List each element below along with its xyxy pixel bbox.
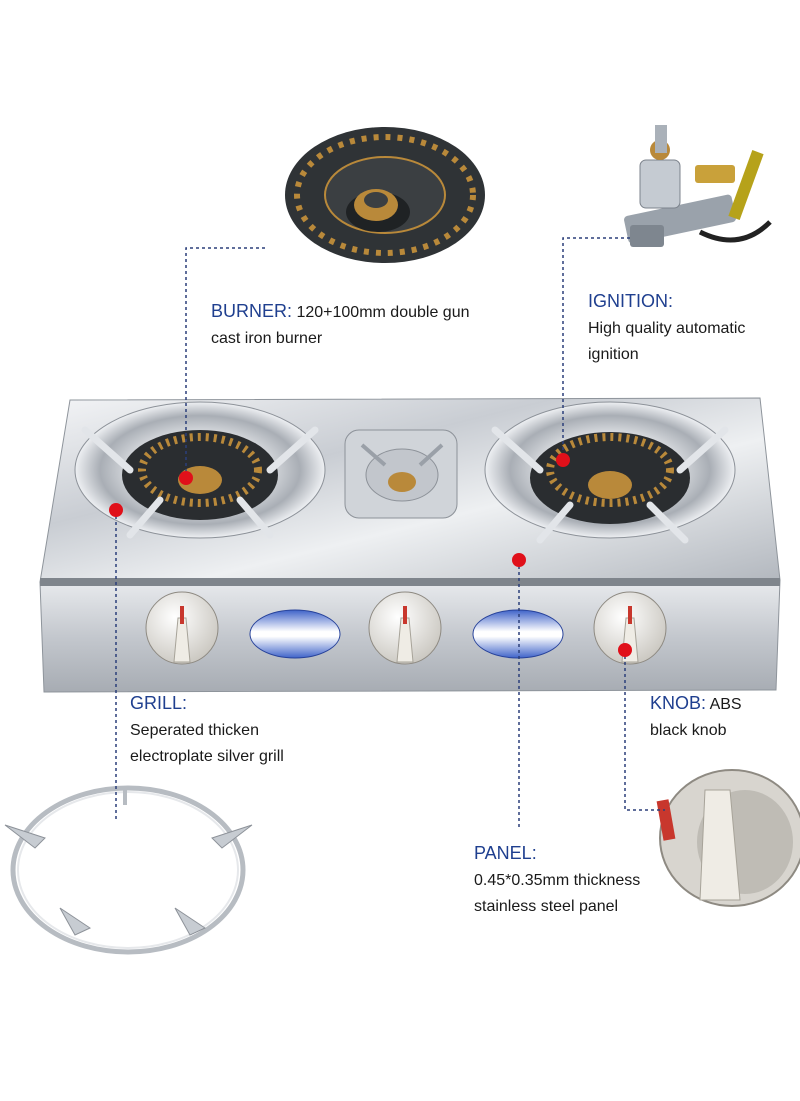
callout-panel-line-2: stainless steel panel xyxy=(474,898,619,915)
callout-burner-title-suffix: 120+100mm double gun xyxy=(292,304,470,321)
knob-center xyxy=(368,591,442,665)
callout-burner-line-1: cast iron burner xyxy=(211,330,323,347)
window-left xyxy=(249,609,341,659)
stove-icon xyxy=(39,397,781,693)
leader-lines xyxy=(115,237,665,828)
grill-ring-icon xyxy=(4,785,253,955)
callout-grill-line-2: electroplate silver grill xyxy=(130,748,284,765)
window-right xyxy=(472,609,564,659)
callout-knob: KNOB: ABS black knob xyxy=(650,690,790,744)
knob-left xyxy=(145,591,219,665)
callout-grill: GRILL: Seperated thicken electroplate si… xyxy=(130,690,350,770)
markers xyxy=(109,453,632,657)
callout-burner-title: BURNER: xyxy=(211,301,293,321)
callout-ignition-line-2: ignition xyxy=(588,346,639,363)
callout-knob-title: KNOB: xyxy=(650,693,707,713)
callout-grill-title: GRILL: xyxy=(130,693,188,713)
callout-knob-title-suffix: ABS xyxy=(706,696,742,713)
leader-ignition xyxy=(562,237,630,460)
marker-burner xyxy=(179,471,193,485)
callout-ignition-line-1: High quality automatic xyxy=(588,320,746,337)
knob-closeup-icon xyxy=(656,769,800,907)
marker-panel xyxy=(512,553,526,567)
marker-ignition xyxy=(556,453,570,467)
leader-burner xyxy=(185,247,265,478)
callout-grill-line-1: Seperated thicken xyxy=(130,722,259,739)
burner-cap-icon xyxy=(285,127,485,263)
ignition-valve-icon xyxy=(624,125,772,247)
callout-ignition-title: IGNITION: xyxy=(588,291,673,311)
callout-knob-line-1: black knob xyxy=(650,722,727,739)
callout-panel: PANEL: 0.45*0.35mm thickness stainless s… xyxy=(474,840,694,920)
marker-grill xyxy=(109,503,123,517)
marker-knob xyxy=(618,643,632,657)
leader-knob xyxy=(624,650,665,811)
callout-ignition: IGNITION: High quality automatic ignitio… xyxy=(588,288,788,368)
callout-panel-title: PANEL: xyxy=(474,843,537,863)
knob-right xyxy=(593,591,667,665)
callout-burner: BURNER: 120+100mm double gun cast iron b… xyxy=(211,298,531,352)
callout-panel-line-1: 0.45*0.35mm thickness xyxy=(474,872,641,889)
